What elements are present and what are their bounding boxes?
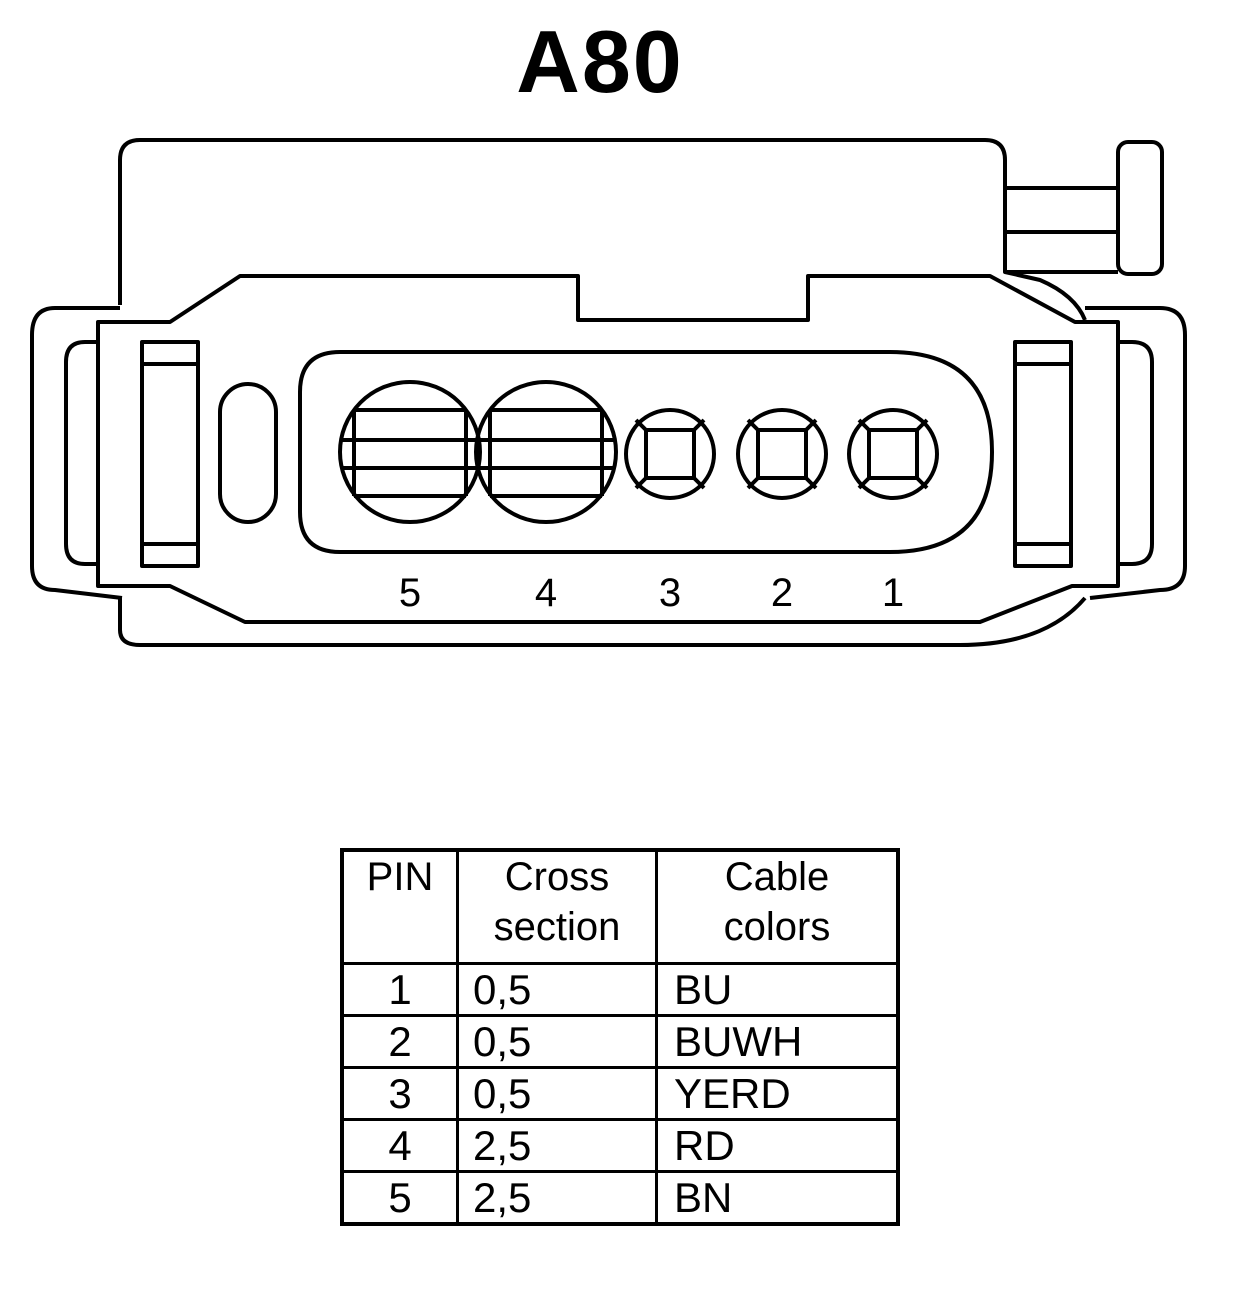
cell-cross-section: 2,5 [456, 1118, 658, 1173]
table-row: 5 2,5 BN [340, 1170, 900, 1226]
pin-label-4: 4 [535, 571, 557, 615]
cell-pin: 3 [340, 1066, 459, 1121]
header-pin: PIN [340, 848, 459, 965]
pin-4 [474, 380, 618, 524]
cell-color: RD [655, 1118, 900, 1173]
cell-cross-section: 0,5 [456, 1014, 658, 1069]
table-row: 2 0,5 BUWH [340, 1014, 900, 1069]
pin-5 [338, 380, 482, 524]
header-cross-section: Cross section [456, 848, 658, 965]
right-flange-outer [1085, 306, 1187, 600]
cell-pin: 2 [340, 1014, 459, 1069]
latch-tab [1116, 140, 1164, 276]
cell-color: BU [655, 962, 900, 1017]
housing-bottom-lip [118, 596, 1087, 647]
connector-title: A80 [516, 12, 684, 111]
cell-pin: 1 [340, 962, 459, 1017]
cell-pin: 4 [340, 1118, 459, 1173]
cell-cross-section: 2,5 [456, 1170, 658, 1226]
table-row: 3 0,5 YERD [340, 1066, 900, 1121]
cell-color: BN [655, 1170, 900, 1226]
pin-label-2: 2 [771, 571, 793, 615]
pin-cavity [298, 350, 994, 554]
pin-3 [624, 408, 716, 500]
cell-color: BUWH [655, 1014, 900, 1069]
left-flange-inner [64, 340, 100, 566]
cell-cross-section: 0,5 [456, 1066, 658, 1121]
connector-housing-back [118, 138, 1087, 321]
pin-label-5: 5 [399, 571, 421, 615]
pin-2 [736, 408, 828, 500]
pin-label-1: 1 [882, 571, 904, 615]
connector-diagram: 5 4 3 2 1 [30, 138, 1187, 647]
table-header-row: PIN Cross section Cable colors [340, 848, 900, 965]
table-row: 1 0,5 BU [340, 962, 900, 1017]
left-lock-block [140, 340, 200, 568]
cell-cross-section: 0,5 [456, 962, 658, 1017]
left-flange-outer [30, 306, 123, 600]
cell-color: YERD [655, 1066, 900, 1121]
cell-pin: 5 [340, 1170, 459, 1226]
right-lock-block [1013, 340, 1073, 568]
pin-1 [847, 408, 939, 500]
header-cable-colors: Cable colors [655, 848, 900, 965]
front-plate [96, 274, 1120, 624]
right-flange-inner [1118, 340, 1154, 566]
pin-assignment-table: PIN Cross section Cable colors 1 0,5 BU … [340, 848, 900, 1226]
table-row: 4 2,5 RD [340, 1118, 900, 1173]
coding-slot [218, 382, 278, 524]
pin-label-3: 3 [659, 571, 681, 615]
